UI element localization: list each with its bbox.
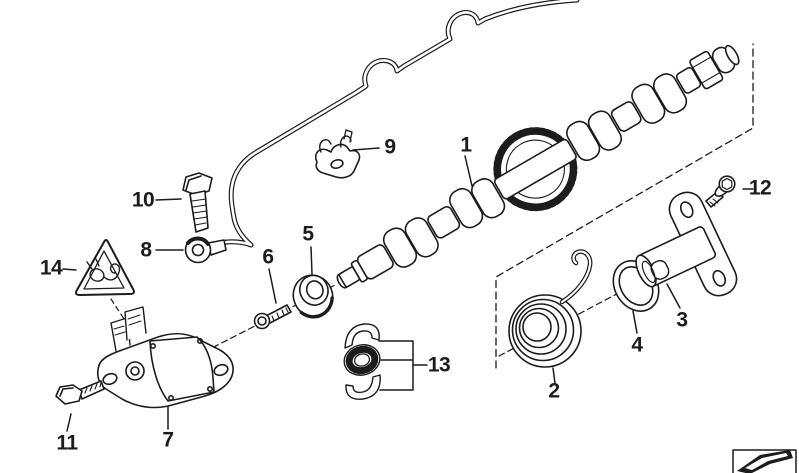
leader-line-10	[155, 198, 182, 201]
warning-triangle-icon	[75, 239, 135, 296]
leader-line-3	[666, 283, 681, 309]
electrical-plug-glyph	[86, 258, 121, 282]
sleeve-flange-drawing	[635, 191, 738, 297]
bolt-10-drawing	[182, 172, 213, 233]
part-label-1[interactable]: 1	[460, 133, 472, 157]
dashed-reference-box	[495, 43, 754, 369]
leader-line-4	[632, 310, 638, 334]
leader-line-9	[352, 147, 380, 151]
part-label-5[interactable]: 5	[302, 222, 314, 246]
part-label-14[interactable]: 14	[39, 256, 63, 280]
screw-6-drawing	[253, 304, 292, 330]
part-label-3[interactable]: 3	[676, 308, 688, 332]
leader-line-14	[62, 268, 77, 271]
leader-line-5	[310, 246, 313, 275]
camshaft-drawing	[336, 44, 740, 289]
leader-lines	[62, 147, 754, 432]
torsion-spring-drawing	[508, 249, 593, 368]
brand-logo	[732, 449, 797, 473]
part-label-10[interactable]: 10	[131, 188, 155, 212]
bolt-11-drawing	[55, 380, 105, 405]
part-label-8[interactable]: 8	[140, 238, 152, 262]
part-label-11[interactable]: 11	[56, 431, 78, 455]
bearing-shells-drawing	[343, 323, 381, 400]
leader-bracket-13	[378, 340, 428, 391]
bolt-12-drawing	[705, 175, 736, 208]
leader-line-6	[268, 268, 277, 304]
part-label-9[interactable]: 9	[384, 135, 396, 159]
part-label-12[interactable]: 12	[748, 176, 772, 200]
part-label-6[interactable]: 6	[262, 245, 274, 269]
leader-line-1	[464, 155, 473, 187]
eyelet-terminal-drawing	[184, 236, 227, 264]
grommet-drawing	[292, 274, 334, 319]
camshaft-sensor-drawing	[96, 306, 234, 409]
part-label-2[interactable]: 2	[548, 379, 560, 403]
part-label-13[interactable]: 13	[427, 353, 451, 377]
leader-line-11	[66, 413, 72, 432]
part-label-4[interactable]: 4	[631, 333, 643, 357]
part-label-7[interactable]: 7	[162, 428, 174, 452]
leader-line-2	[552, 367, 556, 384]
clamp-bracket-drawing	[314, 129, 361, 179]
oil-pipe-drawing	[203, 0, 580, 250]
